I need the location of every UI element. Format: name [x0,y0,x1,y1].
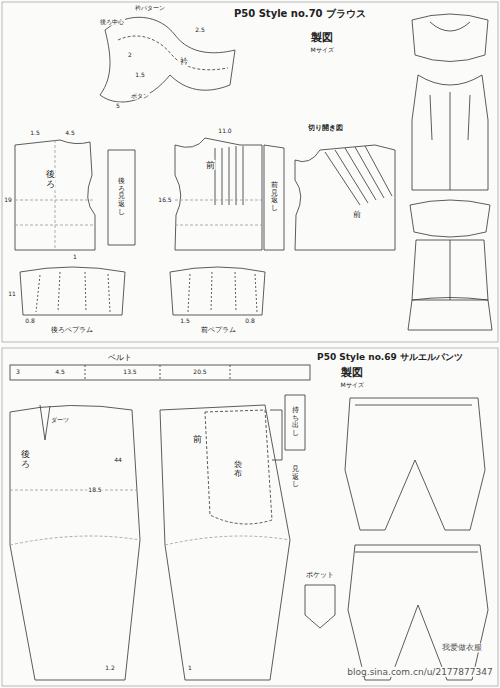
measurement-label: 16.5 [157,197,172,204]
belt-mark [85,365,230,380]
measurement-label: 2.5 [194,27,206,34]
measurement-label: 5 [115,103,121,110]
pants-back-sketch [348,545,488,680]
guide-line [165,536,290,545]
heading-label: 製図 [310,32,334,45]
heading-label: 製図 [340,367,364,380]
pants-front-sketch [345,398,485,530]
piece-name-label: 衿 [179,57,189,66]
heading-label: P50 Style no.69 サルエルパンツ [316,352,464,362]
measurement-label: 1 [72,254,78,261]
heading-label: 切り開き図 [307,124,344,132]
back-pants [10,405,140,680]
measurement-label: 1 [187,665,193,672]
measurement-label: 18.5 [87,487,102,494]
piece-name-label: 前ペプラム [200,326,237,334]
piece-name-label: 前 [205,160,216,170]
fly-piece [285,395,305,450]
collar-back-sketch [410,200,490,237]
size-note-label: Mサイズ [339,382,364,389]
measurement-label: 13.5 [122,369,137,376]
piece-name-label: 後ろペプラム [50,326,94,334]
page-frame [2,2,498,342]
measurement-label: 1.2 [104,665,116,672]
back-bodice [15,140,95,250]
front-facing [264,145,284,250]
piece-name-label: ポケット [305,571,335,579]
pocket-bag [205,410,272,524]
pleat-line [215,146,243,205]
measurement-label: 19 [3,197,13,204]
piece-name-label: 袋布 [233,461,243,479]
measurement-label: 1.5 [179,318,191,325]
slash-diagram [295,145,395,250]
measurement-label: 1.5 [134,72,146,79]
blouse-front-sketch [412,75,488,190]
note-label: ボタン [130,93,150,100]
guide-line [175,200,262,225]
piece-name-label: 後ろ [20,450,31,470]
piece-name-label: 前見返し [270,182,279,213]
piece-name-label: 持ち出し [291,407,300,438]
piece-name-label: 後ろ [45,170,56,190]
facing-piece [270,410,282,460]
piece-name-label: 後ろ見返し [117,178,126,216]
guide-line [15,140,95,250]
collar-piece [100,17,235,102]
measurement-label: 44 [113,457,123,464]
collar-line [118,36,228,70]
note-label: ダーツ [50,417,70,424]
piece-name-label: ベルト [107,353,133,362]
slash-line [36,272,257,312]
piece-name-label: 前 [192,435,203,445]
measurement-label: 2 [127,52,133,59]
measurement-label: 4.5 [64,130,76,137]
measurement-label: 1.5 [29,130,41,137]
watermark-label: blog.sina.com.cn/u/2177877347 [346,667,493,677]
guide-line [10,490,140,545]
front-bodice [175,138,262,250]
back-facing [108,150,135,245]
size-note-label: Mサイズ [309,47,334,54]
note-label: 衿パターン [134,5,166,12]
measurement-label: 11.0 [217,128,232,135]
measurement-label: 0.8 [24,318,36,325]
measurement-label: 4.5 [54,369,66,376]
piece-name-label: 前 [352,210,362,219]
dart [40,405,50,440]
belt-piece [10,365,310,380]
watermark-label: 我爱做衣服 [441,643,483,652]
note-label: 後ろ中心 [99,19,125,26]
measurement-label: 3 [15,369,21,376]
piece-name-label: 見返し [291,466,300,489]
measurement-label: 20.5 [192,369,207,376]
collar-sketch [412,14,488,62]
measurement-label: 11 [7,291,17,298]
page-frame [2,348,498,686]
blouse-back-sketch [408,240,492,330]
slash-line [325,146,392,205]
measurement-label: 0.8 [244,318,256,325]
pocket-piece [305,585,335,628]
front-pants [160,405,290,680]
page-title: P50 Style no.70 ブラウス [233,8,367,20]
front-peplum [170,267,265,315]
